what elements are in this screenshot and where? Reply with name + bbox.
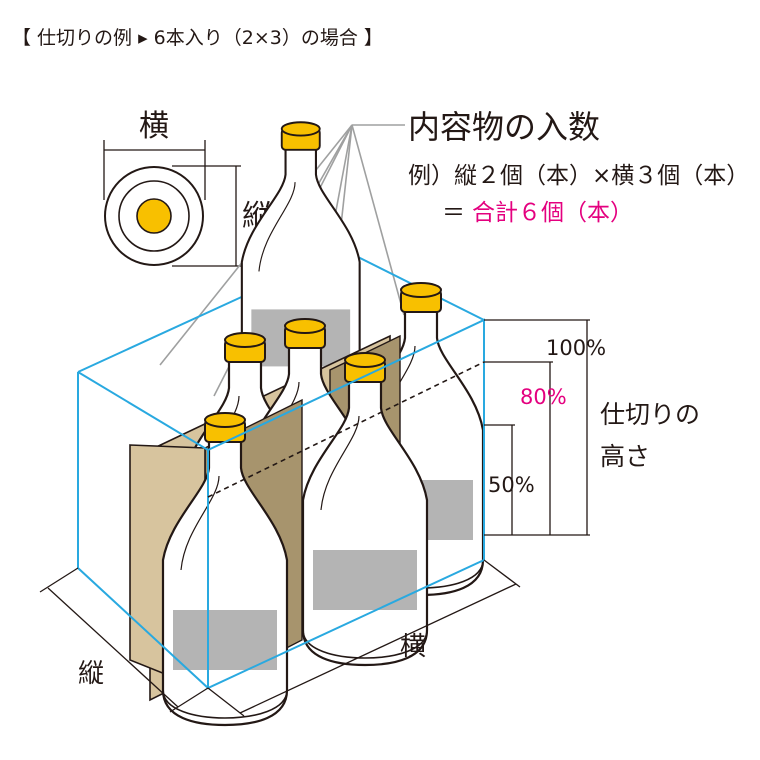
box-width-label: 横: [400, 632, 426, 662]
contents-total: 合計６個（本）: [472, 200, 633, 226]
contents-title: 内容物の入数: [408, 108, 600, 146]
height-100-label: 100%: [546, 336, 606, 360]
bottle-cap-circle: [137, 199, 171, 233]
contents-formula: 例）縦２個（本）×横３個（本）: [408, 163, 749, 189]
contents-text: 内容物の入数 例）縦２個（本）×横３個（本） ＝ 合計６個（本）: [408, 108, 749, 226]
height-50-label: 50%: [488, 473, 535, 497]
contents-equals: ＝: [442, 200, 465, 226]
height-80-label: 80%: [520, 385, 567, 409]
height-caption-line1: 仕切りの: [600, 400, 700, 429]
diagram-title: 【 仕切りの例 ▸ 6本入り（2×3）の場合 】: [12, 27, 383, 49]
box-depth-label: 縦: [78, 659, 104, 689]
depth-ext-back: [40, 568, 78, 592]
width-ext-back: [484, 560, 520, 587]
bottle-width-label: 横: [139, 109, 169, 144]
height-caption-line2: 高さ: [600, 442, 650, 471]
